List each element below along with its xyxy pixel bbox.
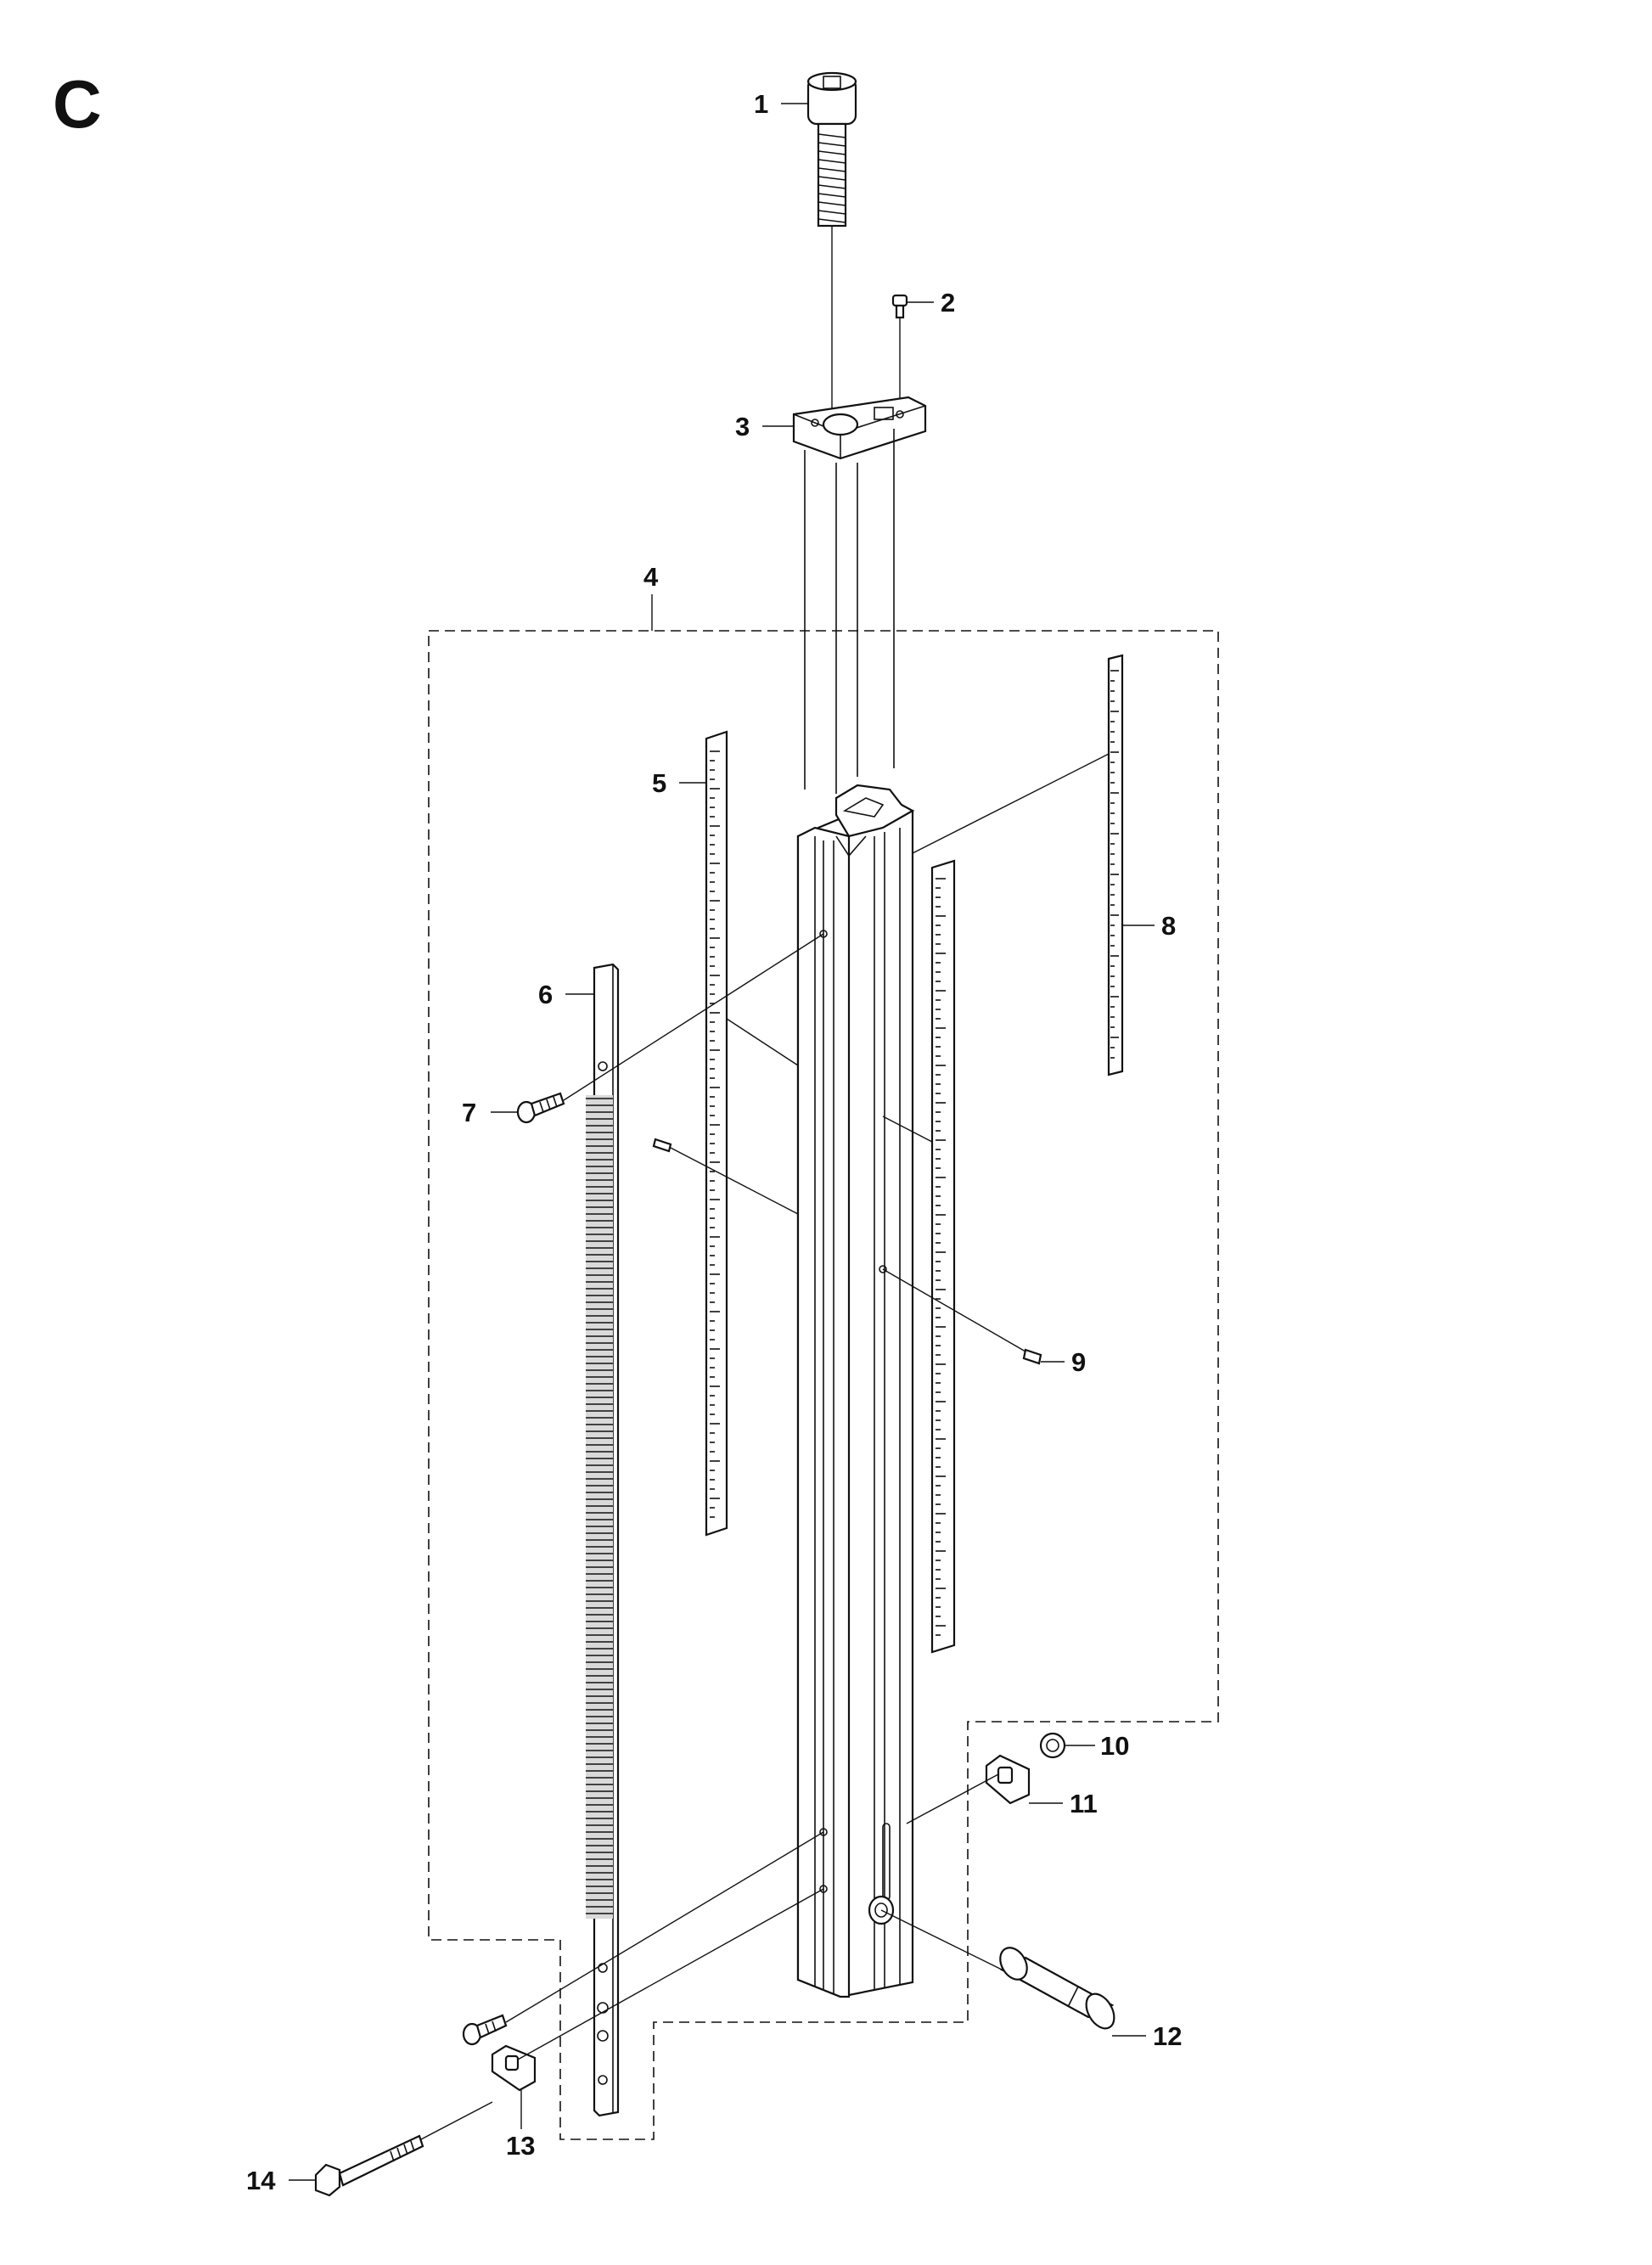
pin-left <box>652 1138 672 1153</box>
part-2-screw <box>891 294 908 319</box>
bottom-screw <box>462 2014 508 2046</box>
callout-5: 5 <box>652 768 666 798</box>
part-8-scale-strip <box>1107 654 1124 1076</box>
part-14-hex-bolt <box>314 2134 424 2197</box>
callout-6: 6 <box>538 980 553 1009</box>
callout-1: 1 <box>754 89 768 119</box>
part-6-gear-rack <box>586 963 620 2117</box>
callout-14: 14 <box>246 2166 276 2195</box>
part-1-bolt <box>806 71 857 228</box>
callout-9: 9 <box>1071 1347 1086 1377</box>
part-7-screw <box>516 1092 565 1124</box>
callout-8: 8 <box>1161 911 1176 941</box>
callout-13: 13 <box>506 2131 535 2161</box>
callout-2: 2 <box>941 288 955 318</box>
callout-10: 10 <box>1100 1731 1129 1761</box>
callout-11: 11 <box>1070 1789 1098 1818</box>
part-5-scale-strip <box>705 730 728 1537</box>
part-3-top-cap <box>792 396 927 460</box>
part-12-roller <box>999 1947 1115 2030</box>
callout-12: 12 <box>1153 2021 1182 2051</box>
part-4-column <box>796 784 915 1998</box>
part-13-clamp-plate <box>491 2044 537 2092</box>
section-letter: C <box>53 66 102 142</box>
callout-3: 3 <box>735 412 750 441</box>
part-11-clamp-plate <box>985 1754 1031 1805</box>
callout-4: 4 <box>643 562 659 592</box>
callout-7: 7 <box>462 1098 476 1127</box>
scale-strip-long <box>930 859 956 1654</box>
part-10-nut <box>1039 1732 1066 1759</box>
part-9-pin <box>1022 1348 1042 1365</box>
assembly-boundary <box>428 630 1219 2140</box>
